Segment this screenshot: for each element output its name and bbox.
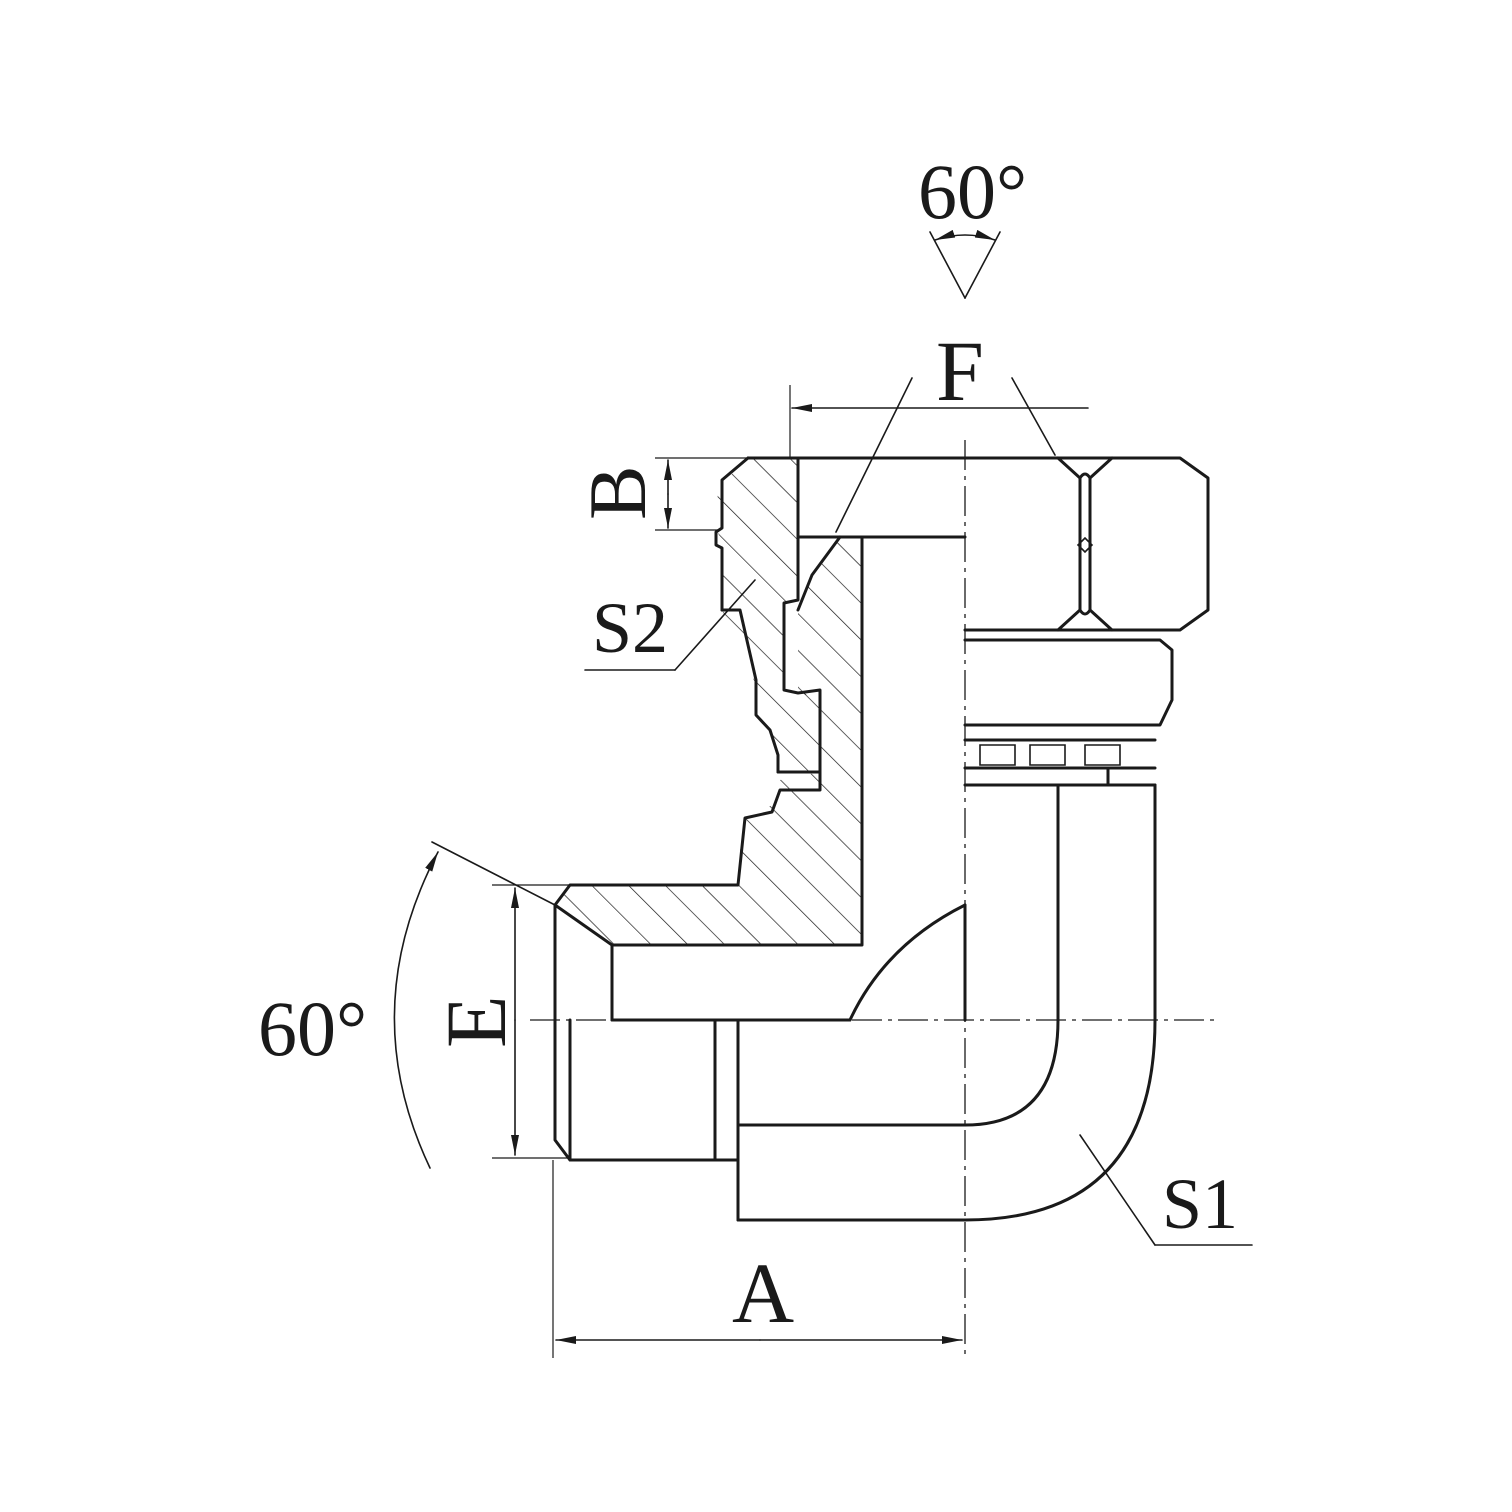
wrench-label-s2: S2 <box>592 588 668 668</box>
swivel-nut-section <box>714 456 967 774</box>
cone-angle-top: 60° <box>918 148 1027 299</box>
body-section <box>553 535 967 1222</box>
dimension-label-e: E <box>428 995 524 1048</box>
thread-angle-left: 60° <box>258 841 556 1169</box>
angle-label-top: 60° <box>918 148 1027 235</box>
dimension-label-f: F <box>936 323 984 419</box>
wrench-label-s1: S1 <box>1162 1164 1238 1244</box>
dimension-a: A <box>552 1160 963 1358</box>
dimension-b: B <box>572 457 748 531</box>
section-hatch <box>555 458 862 945</box>
swivel-nut-outside <box>963 456 1210 787</box>
dimension-f: F <box>789 323 1089 533</box>
elbow-body-outside <box>736 783 1157 1222</box>
wrench-size-s2: S2 <box>584 579 756 671</box>
angle-label-left: 60° <box>258 985 367 1072</box>
dimension-e: E <box>428 884 570 1159</box>
dimension-label-b: B <box>572 465 663 520</box>
wrench-size-s1: S1 <box>1079 1134 1253 1246</box>
dimension-label-a: A <box>732 1245 794 1341</box>
